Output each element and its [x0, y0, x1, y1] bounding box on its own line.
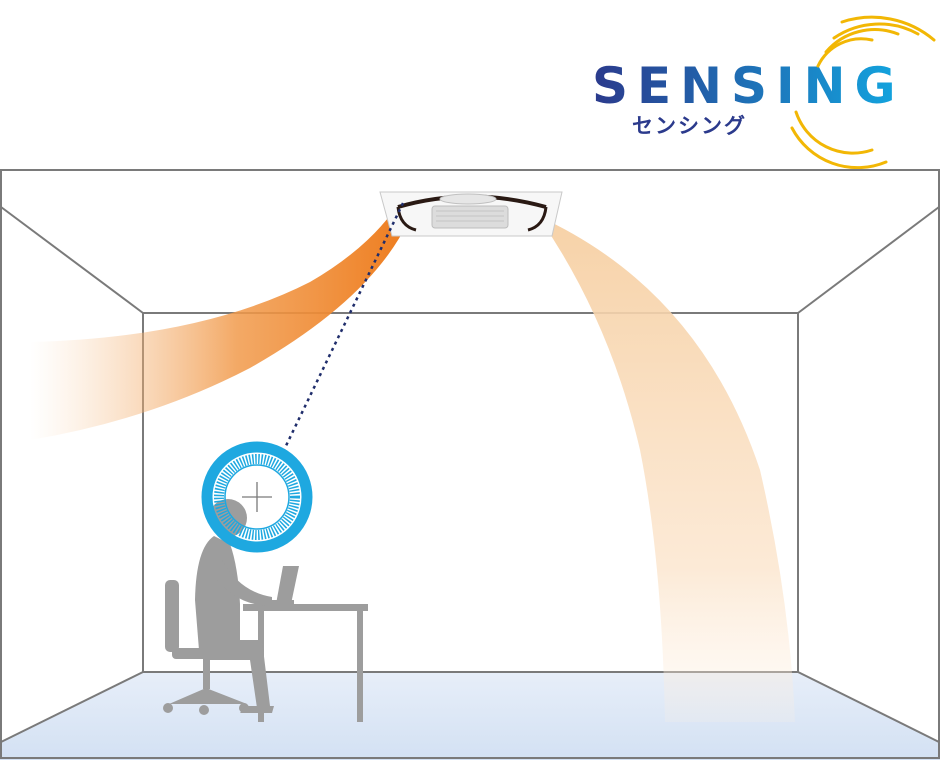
sensor-target-ring — [201, 441, 313, 553]
laptop — [258, 566, 299, 605]
ac-sensor-dome — [439, 193, 497, 205]
pale-airflow-right — [538, 216, 795, 722]
room — [0, 169, 940, 760]
ring-ticks — [214, 454, 300, 540]
warm-airflow-left — [30, 213, 408, 440]
ceiling-air-conditioner — [379, 191, 563, 237]
floor-edge-right — [797, 671, 940, 743]
room-outer-frame — [0, 169, 940, 759]
ceiling-edge-left — [0, 206, 144, 314]
crosshair-icon — [242, 482, 272, 512]
back-wall — [142, 312, 799, 673]
ceiling-edge-right — [797, 206, 940, 314]
logo-word: SENSING — [592, 57, 905, 115]
floor — [0, 672, 940, 760]
sensing-logo: SENSING センシング — [592, 15, 936, 170]
ac-grille — [431, 205, 509, 229]
floor-edge-left — [0, 671, 144, 743]
signal-waves-icon — [790, 15, 936, 170]
ring-outer — [201, 441, 313, 553]
logo-subtitle: センシング — [632, 114, 747, 138]
